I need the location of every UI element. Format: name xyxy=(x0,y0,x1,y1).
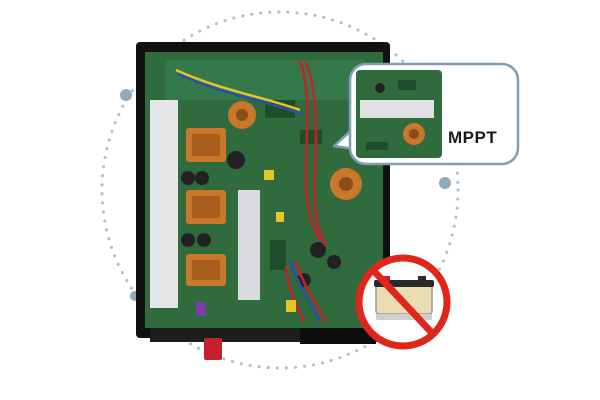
mppt-label: MPPT xyxy=(448,128,498,147)
no-battery-icon xyxy=(355,254,451,350)
mppt-callout xyxy=(332,62,520,166)
circuit-board xyxy=(145,52,383,328)
transformer xyxy=(186,101,362,286)
red-terminal xyxy=(204,338,222,360)
capacitors xyxy=(181,151,341,287)
wiring xyxy=(175,59,328,323)
